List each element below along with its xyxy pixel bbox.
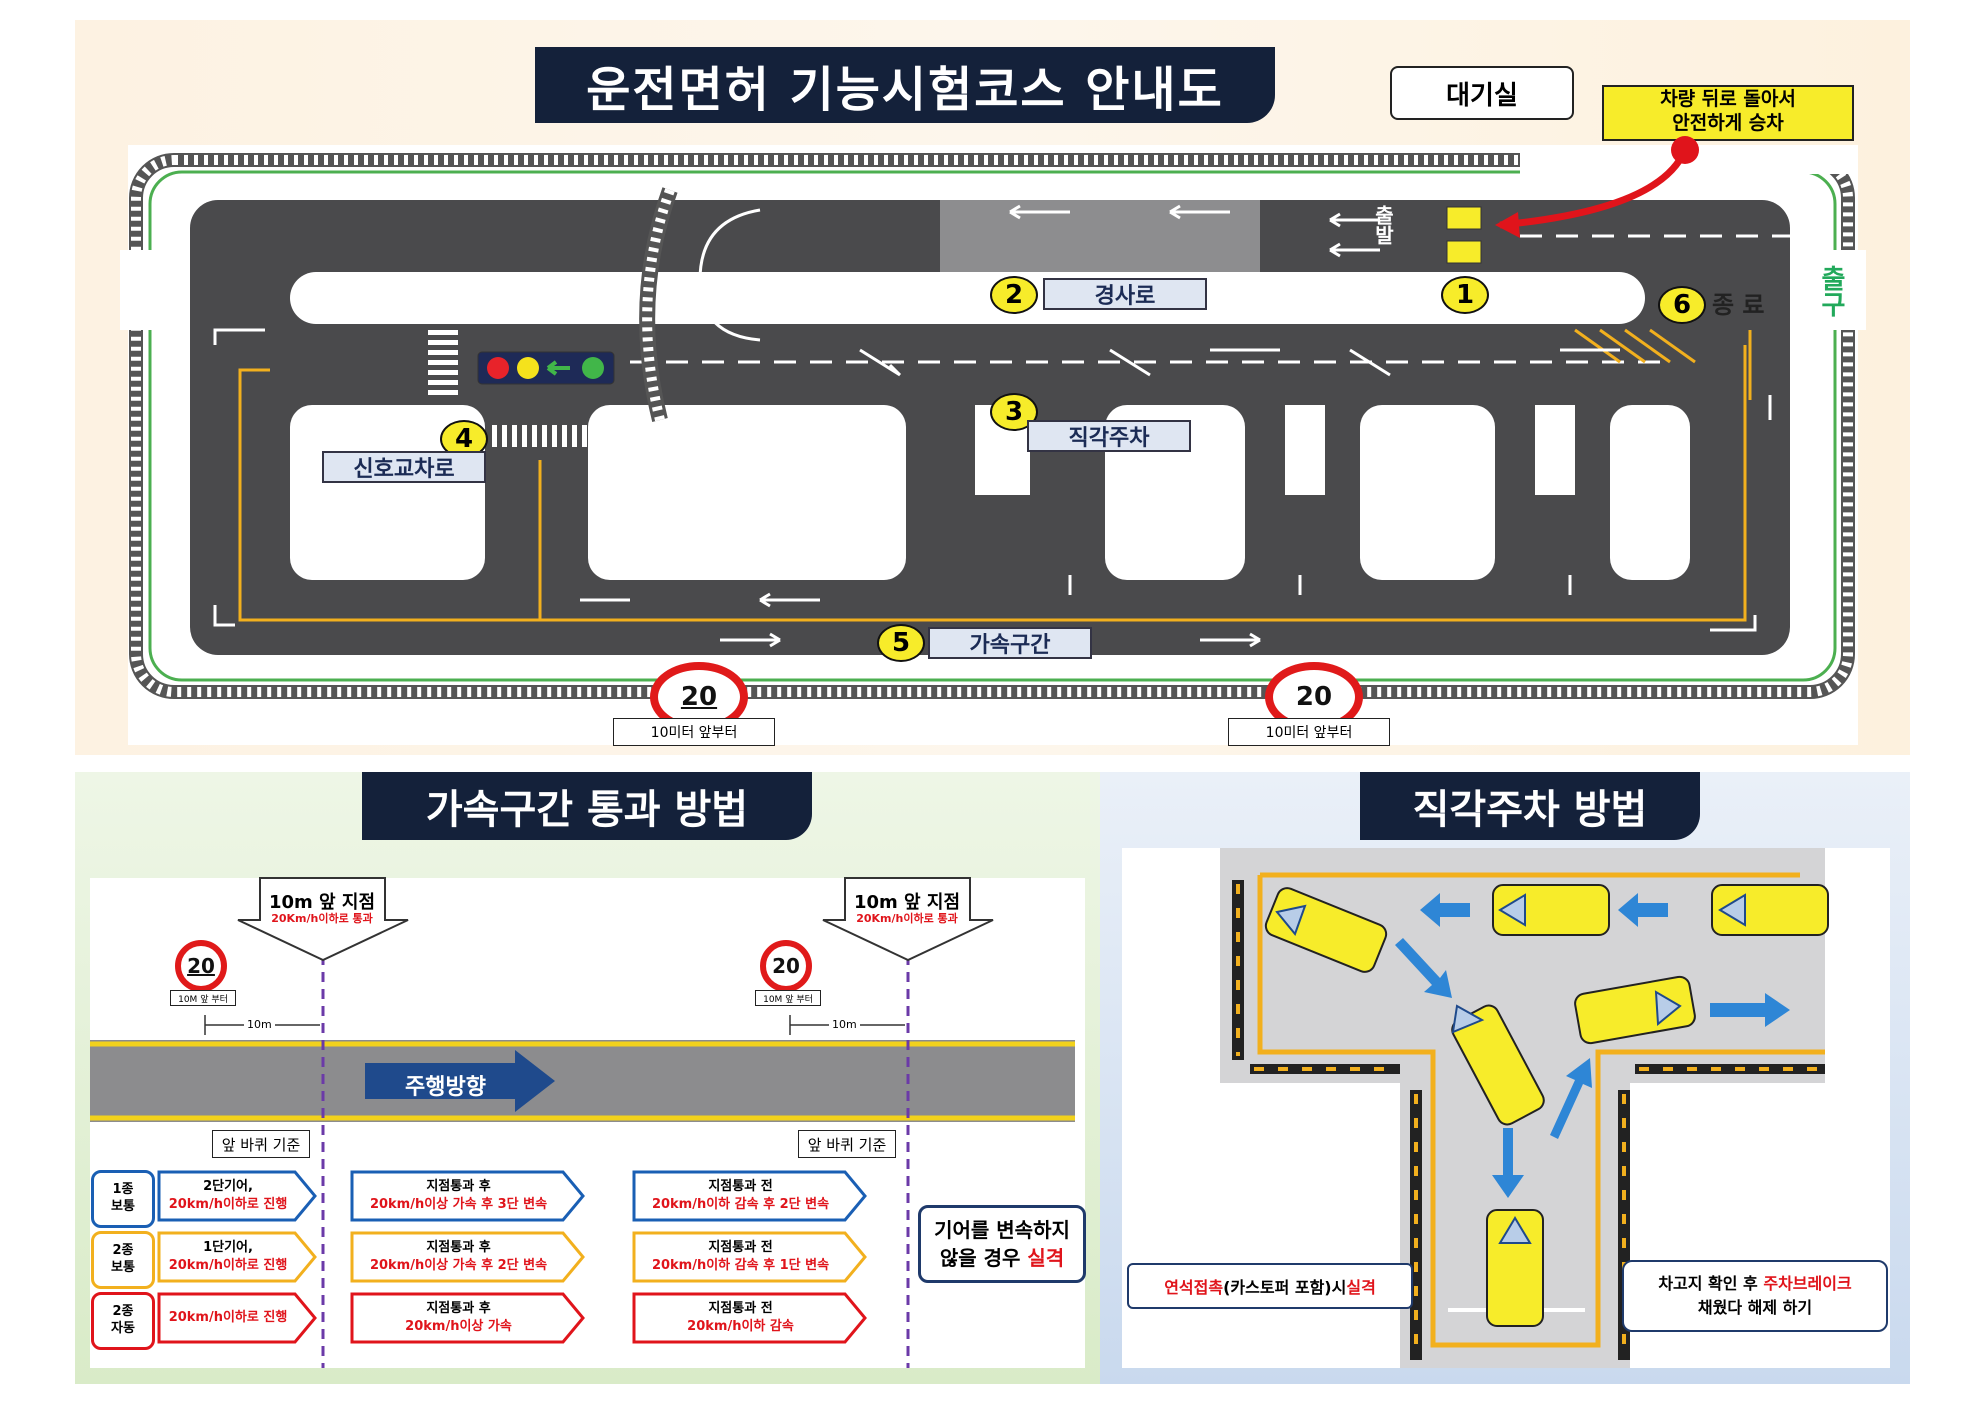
shift-rule-box: 지점통과 후 20km/h이상 가속 후 2단 변속 — [350, 1231, 585, 1283]
speed-note: 10미터 앞부터 — [1228, 718, 1390, 746]
shift-rule-line2: 20km/h이하 감속 후 1단 변속 — [651, 1258, 830, 1273]
step-3-label: 직각주차 — [1027, 420, 1191, 452]
curb-contact-fail: 실격 — [1346, 1278, 1376, 1297]
shift-rule-line1: 1단기어, — [203, 1240, 253, 1256]
parking-brake-note: 차고지 확인 후 주차브레이크 채웠다 해제 하기 — [1622, 1260, 1888, 1332]
shift-rule-line1: 2단기어, — [203, 1179, 253, 1195]
speed-note: 10미터 앞부터 — [613, 718, 775, 746]
shift-rule-arrow-shape — [632, 1231, 867, 1283]
license-type-line1: 2종 — [112, 1243, 134, 1259]
license-type-line2: 보통 — [111, 1199, 135, 1214]
end-label: 종 료 — [1712, 291, 1765, 319]
shift-rule-line2: 20km/h이하 감속 — [687, 1319, 794, 1334]
shift-rule-arrow-shape — [350, 1170, 585, 1222]
shift-rule-line2: 20km/h이하로 진행 — [168, 1197, 288, 1212]
shift-rule-line1: 지점통과 전 — [708, 1240, 773, 1256]
parking-brake-word: 주차브레이크 — [1763, 1274, 1852, 1293]
no-shift-fail-word: 실격 — [1027, 1246, 1065, 1270]
shift-rule-arrow-shape — [350, 1292, 585, 1344]
shift-rule-box: 20km/h이하로 진행 — [157, 1292, 317, 1344]
step-1-marker: 1 — [1441, 276, 1489, 314]
step-6-marker: 6 — [1658, 286, 1706, 324]
shift-rule-box: 지점통과 전 20km/h이하 감속 후 1단 변속 — [632, 1231, 867, 1283]
step-5-marker: 5 — [877, 624, 925, 662]
accel-sign-caption: 10M 앞 부터 — [755, 990, 821, 1006]
no-shift-line2-text: 않을 경우 — [939, 1246, 1028, 1270]
shift-rule-line1: 지점통과 후 — [426, 1301, 491, 1317]
accel-sign-caption: 10M 앞 부터 — [170, 990, 236, 1006]
curb-contact-mid: (카스토퍼 포함)시 — [1223, 1278, 1347, 1297]
shift-rule-line2: 20km/h이하 감속 후 2단 변속 — [651, 1197, 830, 1212]
direction-label: 주행방향 — [405, 1075, 486, 1100]
speed-limit-value: 20 — [680, 682, 718, 712]
shift-rule-box: 2단기어, 20km/h이하로 진행 — [157, 1170, 317, 1222]
point-title: 10m 앞 지점 — [853, 892, 961, 913]
shift-rule-arrow-shape — [632, 1292, 867, 1344]
shift-rule-box: 1단기어, 20km/h이하로 진행 — [157, 1231, 317, 1283]
step-3-marker: 3 — [990, 393, 1038, 431]
shift-rule-line2: 20km/h이하로 진행 — [168, 1258, 288, 1273]
curb-contact-word: 연석접촉 — [1164, 1278, 1224, 1297]
accel-title: 가속구간 통과 방법 — [362, 772, 812, 840]
boarding-note-line1: 차량 뒤로 돌아서 — [1660, 88, 1796, 110]
no-shift-line1: 기어를 변속하지 — [934, 1218, 1070, 1242]
shift-rule-line2: 20km/h이하로 진행 — [168, 1310, 288, 1326]
license-type-line2: 자동 — [111, 1321, 135, 1336]
wheel-basis-label: 앞 바퀴 기준 — [798, 1130, 896, 1158]
shift-rule-arrow-shape — [157, 1170, 317, 1222]
shift-rule-arrow-shape — [157, 1231, 317, 1283]
license-type-line1: 2종 — [112, 1304, 134, 1320]
shift-rule-line2: 20km/h이상 가속 — [405, 1319, 512, 1334]
shift-rule-arrow-shape — [350, 1231, 585, 1283]
accel-speed-sign: 20 — [760, 940, 812, 992]
step-2-marker: 2 — [990, 276, 1038, 314]
point-subtitle: 20Km/h이하로 통과 — [271, 912, 373, 925]
shift-rule-line1: 지점통과 후 — [426, 1240, 491, 1256]
accel-diagram — [90, 878, 1085, 1368]
shift-rule-line1: 지점통과 전 — [708, 1301, 773, 1317]
course-title: 운전면허 기능시험코스 안내도 — [535, 47, 1275, 123]
shift-rule-box: 지점통과 후 20km/h이상 가속 — [350, 1292, 585, 1344]
accel-speed-value: 20 — [187, 954, 215, 978]
shift-rule-line2: 20km/h이상 가속 후 2단 변속 — [369, 1258, 548, 1273]
shift-rule-arrow-shape — [157, 1292, 317, 1344]
step-2-label: 경사로 — [1043, 278, 1207, 310]
step-4-label: 신호교차로 — [322, 451, 486, 483]
accel-speed-sign: 20 — [175, 940, 227, 992]
distance-label: 10m — [244, 1018, 275, 1031]
distance-label: 10m — [829, 1018, 860, 1031]
parking-title: 직각주차 방법 — [1360, 772, 1700, 840]
accel-speed-value: 20 — [772, 954, 800, 978]
step-5-label: 가속구간 — [928, 627, 1092, 659]
point-subtitle: 20Km/h이하로 통과 — [856, 912, 958, 925]
license-type-line1: 1종 — [112, 1182, 134, 1198]
no-shift-line2: 않을 경우 실격 — [921, 1244, 1083, 1272]
shift-rule-box: 지점통과 전 20km/h이하 감속 후 2단 변속 — [632, 1170, 867, 1222]
boarding-note: 차량 뒤로 돌아서 안전하게 승차 — [1602, 85, 1854, 141]
point-title: 10m 앞 지점 — [268, 892, 376, 913]
curb-contact-note: 연석접촉 (카스토퍼 포함)시 실격 — [1127, 1263, 1413, 1309]
shift-rule-line2: 20km/h이상 가속 후 3단 변속 — [369, 1197, 548, 1212]
shift-rule-line1: 지점통과 전 — [708, 1179, 773, 1195]
parking-brake-line1: 차고지 확인 후 주차브레이크 — [1624, 1272, 1886, 1296]
shift-rule-box: 지점통과 전 20km/h이하 감속 — [632, 1292, 867, 1344]
parking-brake-text: 차고지 확인 후 — [1658, 1274, 1764, 1293]
shift-rule-box: 지점통과 후 20km/h이상 가속 후 3단 변속 — [350, 1170, 585, 1222]
shift-rule-line1: 지점통과 후 — [426, 1179, 491, 1195]
license-type-line2: 보통 — [111, 1260, 135, 1275]
exit-label: 출구 — [1816, 265, 1846, 317]
boarding-note-line2: 안전하게 승차 — [1672, 112, 1784, 134]
speed-limit-value: 20 — [1295, 682, 1333, 712]
waiting-room-label: 대기실 — [1390, 66, 1574, 120]
start-label: 출발 — [1371, 205, 1395, 245]
shift-rule-arrow-shape — [632, 1170, 867, 1222]
wheel-basis-label: 앞 바퀴 기준 — [212, 1130, 310, 1158]
parking-brake-line2: 채웠다 해제 하기 — [1697, 1298, 1813, 1317]
no-shift-fail-box: 기어를 변속하지 않을 경우 실격 — [918, 1205, 1086, 1283]
